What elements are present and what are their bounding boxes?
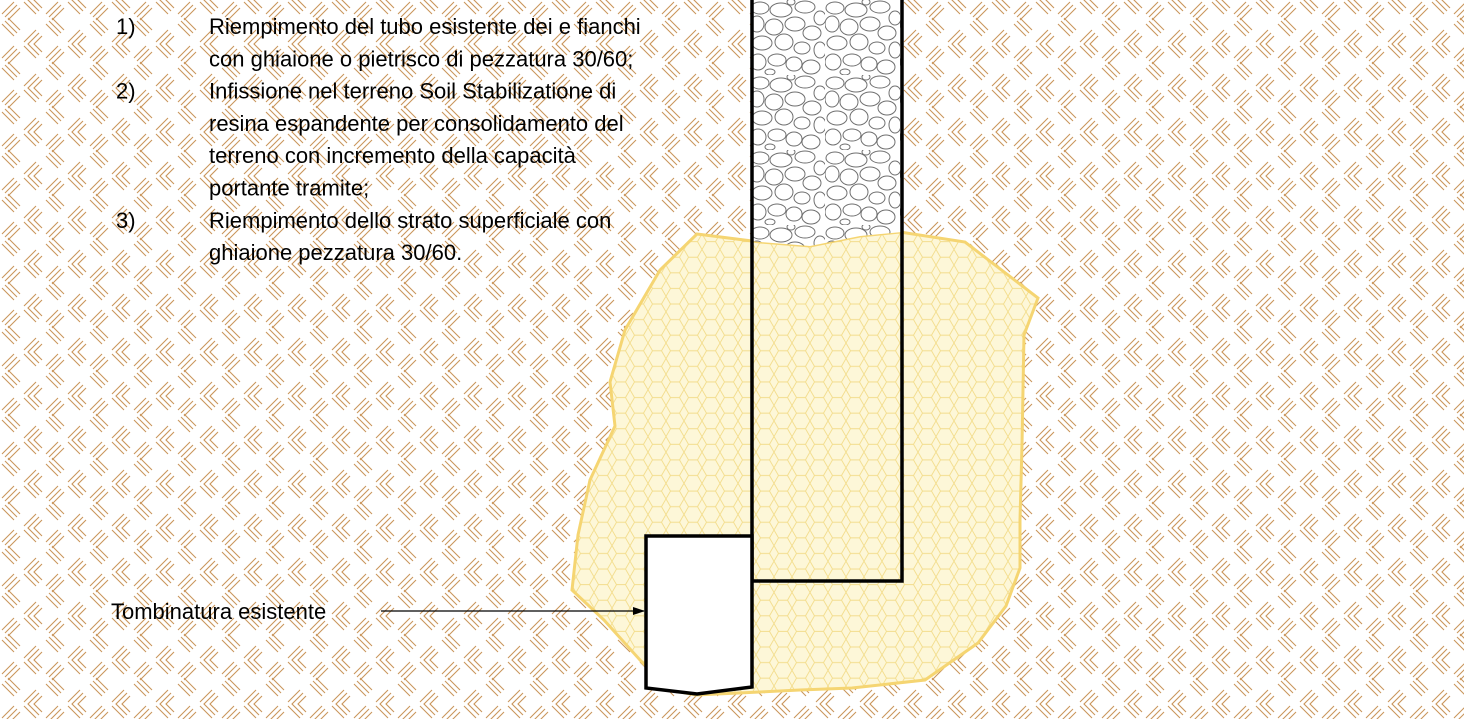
note-line: con ghiaione o pietrisco di pezzatura 30… <box>209 46 633 71</box>
note-line: Riempimento del tubo esistente dei e fia… <box>209 14 641 39</box>
resin-consolidation-zone <box>570 230 1040 697</box>
pipe-outline <box>750 0 904 583</box>
callout-label: Tombinatura esistente <box>111 599 326 624</box>
note-number: 1) <box>116 14 136 39</box>
note-line: resina espandente per consolidamento del <box>209 111 624 136</box>
note-line: ghiaione pezzatura 30/60. <box>209 240 462 265</box>
note-line: Infissione nel terreno Soil Stabilizatio… <box>209 79 616 104</box>
gravel-fill <box>752 0 902 246</box>
note-line: Riempimento dello strato superficiale co… <box>209 208 611 233</box>
note-number: 3) <box>116 208 136 233</box>
note-line: terreno con incremento della capacità <box>209 143 577 168</box>
note-line: portante tramite; <box>209 176 369 201</box>
existing-culvert <box>644 534 754 696</box>
culvert-callout: Tombinatura esistente <box>111 599 645 624</box>
notes-block: 1) Riempimento del tubo esistente dei e f… <box>116 14 641 265</box>
note-number: 2) <box>116 79 136 104</box>
